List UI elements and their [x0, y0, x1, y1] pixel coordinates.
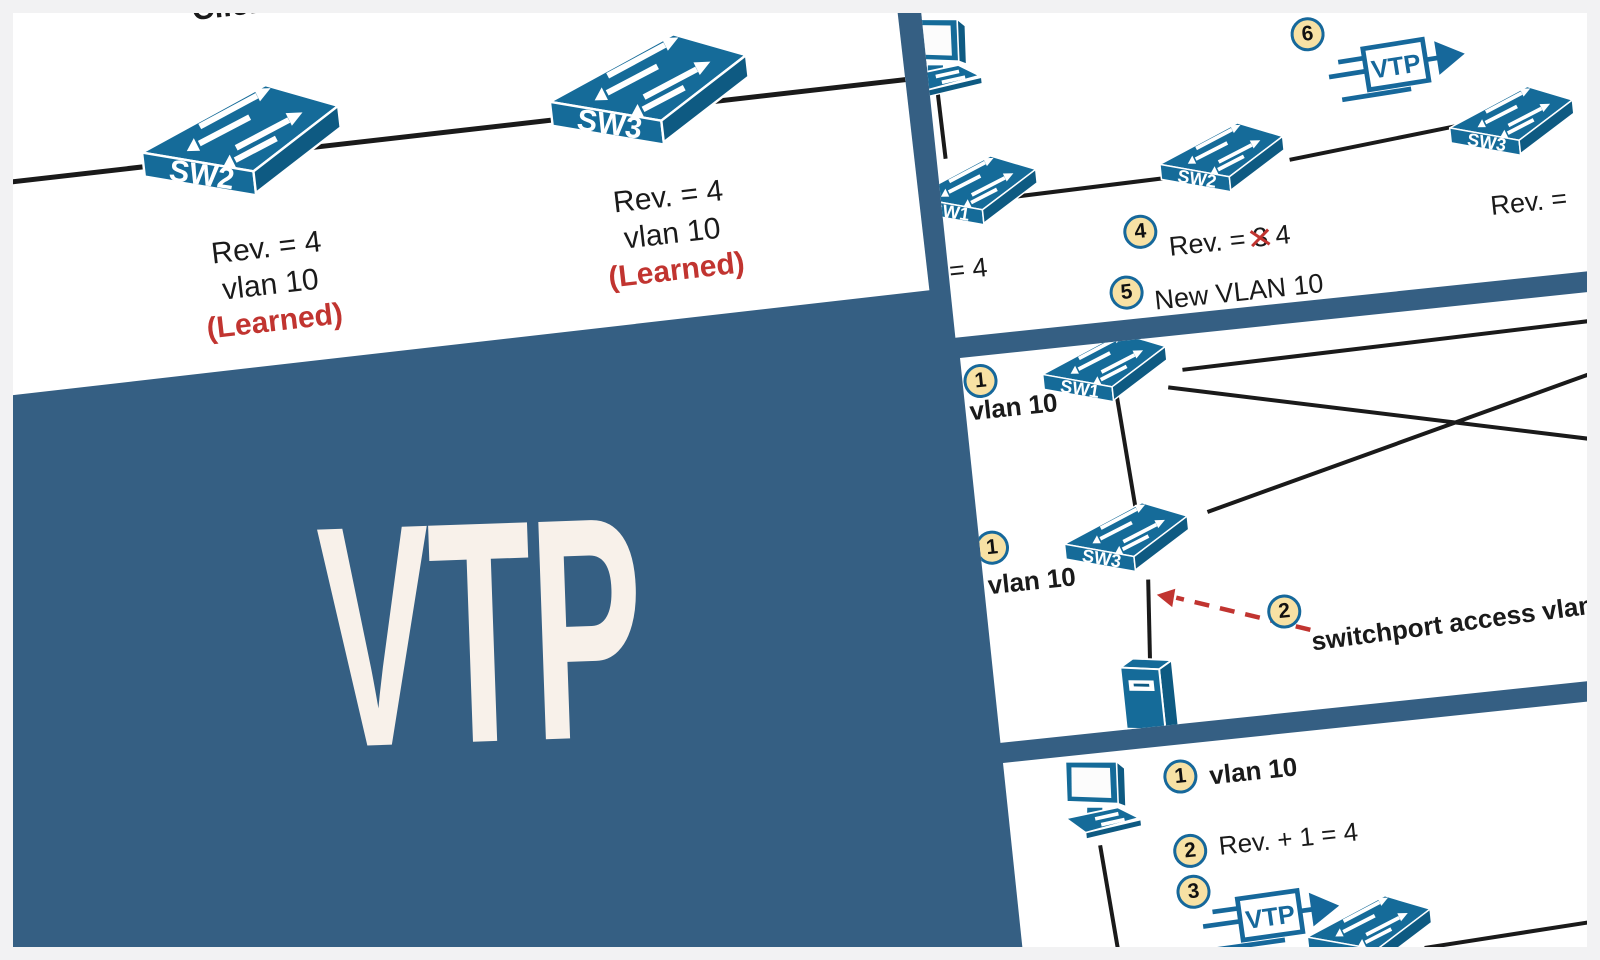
trunk-link-line	[13, 77, 906, 197]
sw1-sw3-link	[1114, 396, 1141, 526]
sw3-right-link	[1206, 359, 1587, 514]
switch-icon-sw1: SW1	[1037, 326, 1173, 411]
switch-icon-sw3: SW3	[1059, 496, 1195, 581]
revision-new-value: 4	[1273, 219, 1292, 251]
bottom-right-diagram-panel: 1 vlan 10 2 Rev. + 1 = 4 3 VTP	[1003, 689, 1587, 947]
step-number: 1	[984, 535, 999, 560]
vtp-arrow-label: VTP	[1244, 900, 1297, 935]
middle-right-diagram-panel: 1 vlan 10 SW1 1 vlan 10 SW3 A 2 switch	[960, 284, 1587, 743]
step-number: 2	[1277, 598, 1292, 624]
switch-icon-sw2: SW2	[133, 74, 350, 218]
sw1-sw2-link	[1012, 175, 1174, 199]
step-number: 3	[1186, 879, 1201, 904]
pc-sw1-link	[935, 90, 948, 160]
switch-icon-sw1: SW1	[912, 149, 1043, 234]
diagram-canvas: VTP Client SW2 SW3 Rev. = 4 vlan 10 (Lea…	[13, 13, 1587, 947]
sw1-right-link-1	[1182, 310, 1587, 372]
vtp-advertisement-arrow: VTP	[1195, 879, 1345, 947]
switch-icon-sw3: SW3	[1444, 80, 1580, 165]
revision-old-value: 3	[1251, 221, 1270, 254]
switch-right-link	[1424, 899, 1587, 947]
sw2-sw3-link	[1289, 124, 1456, 162]
step-number: 5	[1119, 280, 1134, 305]
pc-icon	[1058, 752, 1145, 843]
server-icon-a: A	[1118, 653, 1183, 743]
page-title-text: VTP	[313, 451, 648, 815]
step-number: 6	[1300, 21, 1315, 46]
config-pointer-arrow	[1156, 588, 1311, 633]
page-title: VTP	[304, 452, 658, 815]
server-label: A	[1139, 729, 1157, 743]
step-number: 1	[1173, 763, 1188, 789]
switch-icon-sw3: SW3	[541, 23, 758, 167]
step-number: 4	[1133, 219, 1148, 244]
trunk-link-lines	[13, 77, 906, 197]
left-diagram-panel: Client SW2 SW3 Rev. = 4 vlan 10 (Learned…	[13, 13, 930, 406]
middle-panel-links	[1114, 310, 1587, 665]
pc-icon	[912, 13, 985, 101]
sw3-server-link	[1146, 579, 1153, 665]
bottom-panel-links	[1098, 844, 1587, 947]
top-panel-links	[912, 68, 1456, 199]
sw1-right-link-2	[1167, 385, 1587, 447]
step-number: 2	[1183, 838, 1198, 863]
pc-down-link	[1098, 844, 1123, 947]
step-number: 1	[973, 368, 988, 393]
vtp-advertisement-arrow: VTP	[1321, 28, 1472, 115]
switch-icon-sw2: SW2	[1154, 116, 1290, 201]
top-right-diagram-panel: SW1 = 4 SW2 4 Rev. = 3 4 5 New VLAN 10 6	[912, 13, 1587, 338]
